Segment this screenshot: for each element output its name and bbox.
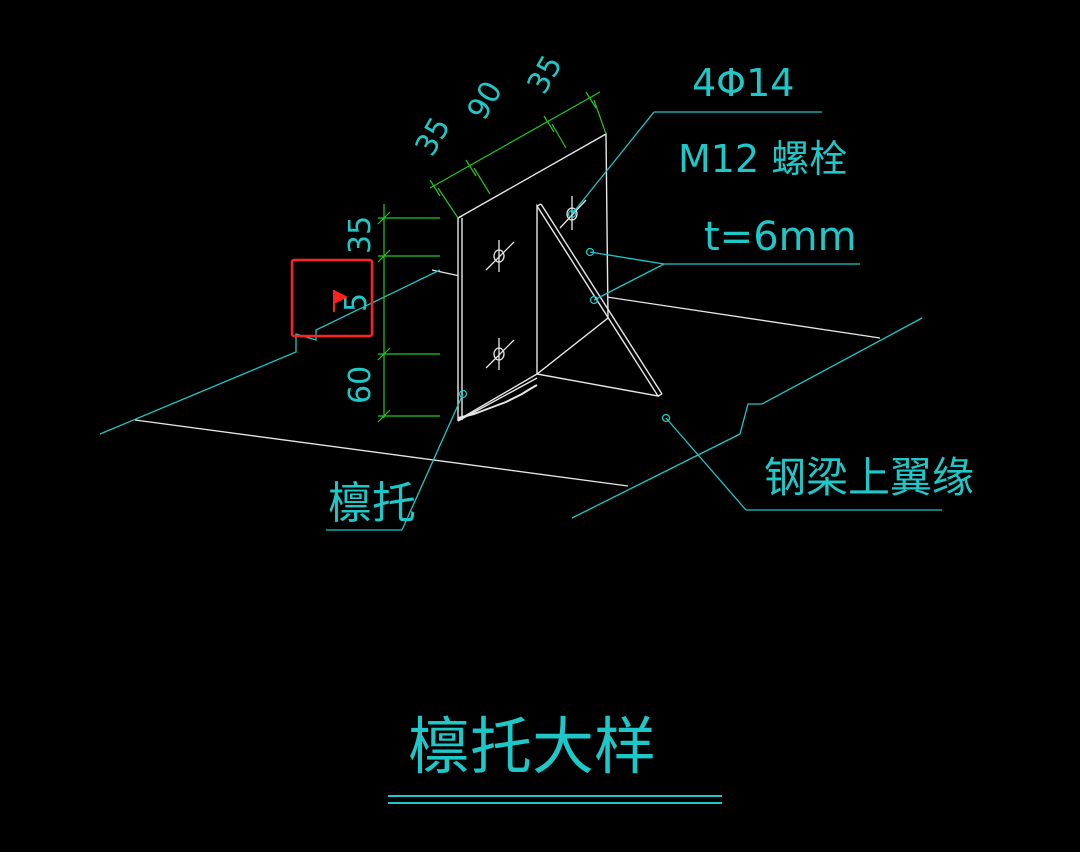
drawing-title: 檩托大样 <box>408 710 656 783</box>
dim-top-3: 35 <box>521 49 570 100</box>
dimension-left-labels: 35 5 60 <box>339 216 378 404</box>
dimension-top <box>429 91 607 219</box>
bolt-hole-2 <box>485 338 515 370</box>
dim-top-1: 35 <box>409 111 458 162</box>
dim-top-2: 90 <box>461 75 510 126</box>
dimension-left <box>377 204 440 423</box>
selection-marker[interactable] <box>290 258 374 338</box>
bolt-hole-1 <box>485 240 515 272</box>
bolt-count-label: 4Φ14 <box>692 61 794 105</box>
bracket-plate <box>457 132 609 422</box>
dimension-top-labels: 35 90 35 <box>409 49 570 162</box>
bolt-spec-label: M12 螺栓 <box>678 137 847 181</box>
leader-lines <box>326 111 942 531</box>
bolt-holes <box>485 196 587 370</box>
dim-left-3: 60 <box>343 366 378 404</box>
title-underline <box>388 795 722 804</box>
dim-left-2: 5 <box>339 293 374 312</box>
beam-flange-label: 钢梁上翼缘 <box>764 453 974 502</box>
dim-left-1: 35 <box>343 216 378 254</box>
flag-icon <box>333 290 348 312</box>
purlin-bracket-label: 檩托 <box>328 478 416 529</box>
selection-box[interactable] <box>290 258 374 338</box>
plate-thickness-label: t=6mm <box>704 214 857 260</box>
